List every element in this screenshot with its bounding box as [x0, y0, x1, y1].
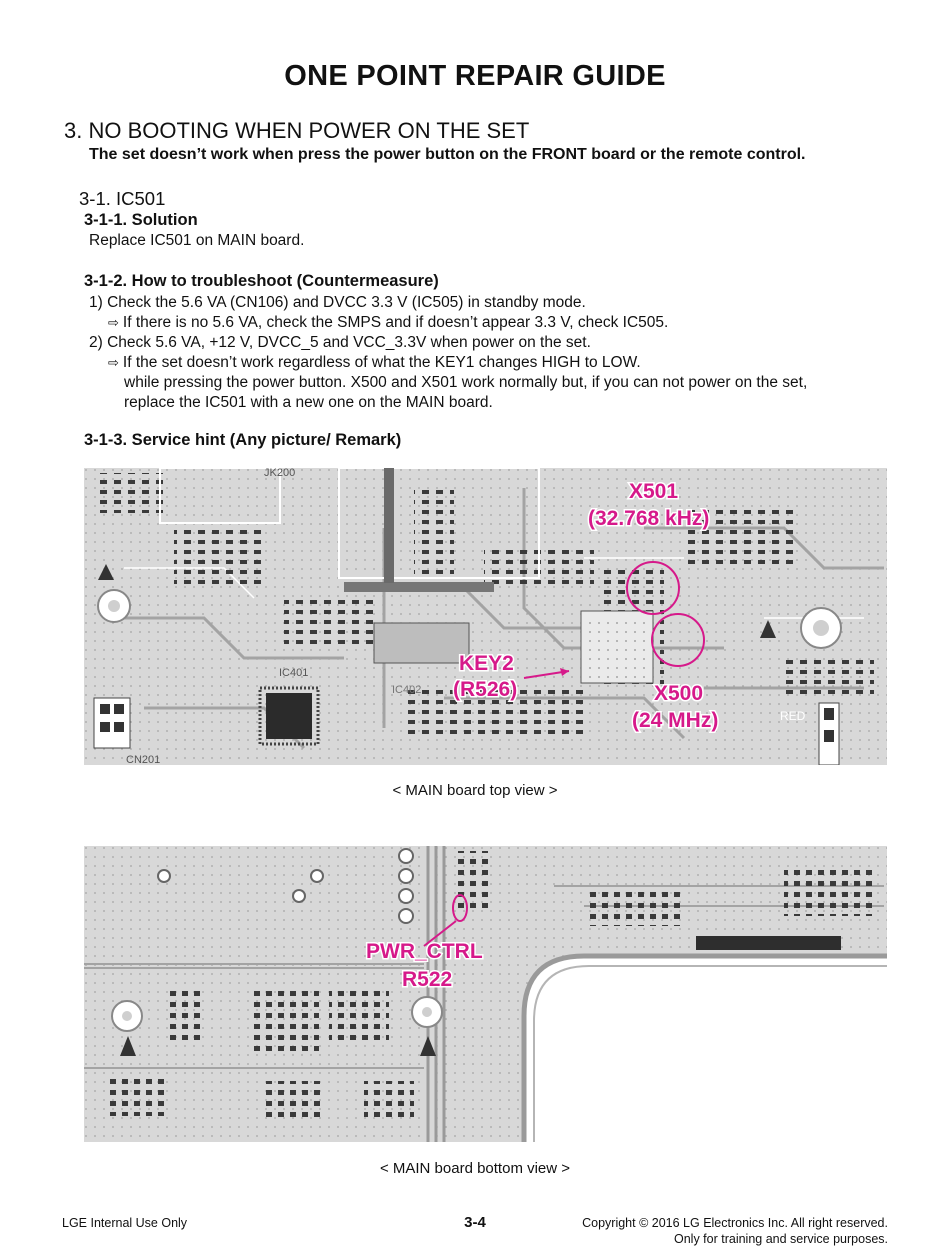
section-summary: The set doesn’t work when press the powe…: [89, 146, 806, 163]
r522-label: R522: [402, 968, 452, 991]
subsection-heading: 3-1. IC501: [79, 188, 166, 209]
service-hint-heading: 3-1-3. Service hint (Any picture/ Remark…: [84, 431, 402, 449]
troubleshoot-step-2-line-3: replace the IC501 with a new one on the …: [124, 394, 493, 411]
troubleshoot-step-2-note: ⇨If the set doesn’t work regardless of w…: [108, 354, 641, 371]
x501-frequency: (32.768 kHz): [588, 507, 709, 530]
pwr-ctrl-pointer-line: [423, 920, 457, 947]
silk-cn201: CN201: [126, 754, 160, 765]
bottom-view-caption: < MAIN board bottom view >: [379, 1160, 571, 1177]
section-heading: 3. NO BOOTING WHEN POWER ON THE SET: [64, 118, 530, 143]
solution-text: Replace IC501 on MAIN board.: [89, 232, 305, 249]
arrow-right-icon: ⇨: [108, 355, 119, 370]
main-board-bottom-view-image: PWR_CTRL R522: [84, 846, 887, 1142]
troubleshoot-step-2: 2) Check 5.6 VA, +12 V, DVCC_5 and VCC_3…: [89, 334, 591, 351]
x501-highlight-circle: [626, 561, 680, 615]
troubleshoot-heading: 3-1-2. How to troubleshoot (Countermeasu…: [84, 272, 439, 290]
footer-copyright: Copyright © 2016 LG Electronics Inc. All…: [582, 1216, 888, 1230]
x500-frequency: (24 MHz): [632, 709, 718, 732]
key2-label: KEY2: [459, 652, 514, 675]
x501-label: X501: [629, 480, 678, 503]
key2-reference: (R526): [453, 678, 517, 701]
page-number: 3-4: [464, 1214, 486, 1231]
top-view-caption: < MAIN board top view >: [392, 782, 558, 799]
troubleshoot-step-1: 1) Check the 5.6 VA (CN106) and DVCC 3.3…: [89, 294, 586, 311]
x500-label: X500: [654, 682, 703, 705]
footer-purpose: Only for training and service purposes.: [674, 1232, 888, 1246]
silk-jk200: JK200: [264, 468, 295, 479]
troubleshoot-step-1-note: ⇨If there is no 5.6 VA, check the SMPS a…: [108, 314, 669, 331]
r522-highlight: [452, 894, 468, 922]
solution-heading: 3-1-1. Solution: [84, 211, 198, 229]
footer-internal-use: LGE Internal Use Only: [62, 1216, 188, 1230]
x500-highlight-circle: [651, 613, 705, 667]
main-board-top-view-image: IC401 IC402 CN201 JK200 RED X501 (32.768…: [84, 468, 887, 765]
page-title: ONE POINT REPAIR GUIDE: [284, 60, 666, 92]
silk-red: RED: [780, 709, 806, 723]
troubleshoot-step-2-line-2: while pressing the power button. X500 an…: [124, 374, 808, 391]
arrow-right-icon: ⇨: [108, 315, 119, 330]
pwr-ctrl-label: PWR_CTRL: [366, 940, 483, 963]
silk-ic402: IC402: [392, 684, 421, 696]
silk-ic401: IC401: [279, 667, 308, 679]
